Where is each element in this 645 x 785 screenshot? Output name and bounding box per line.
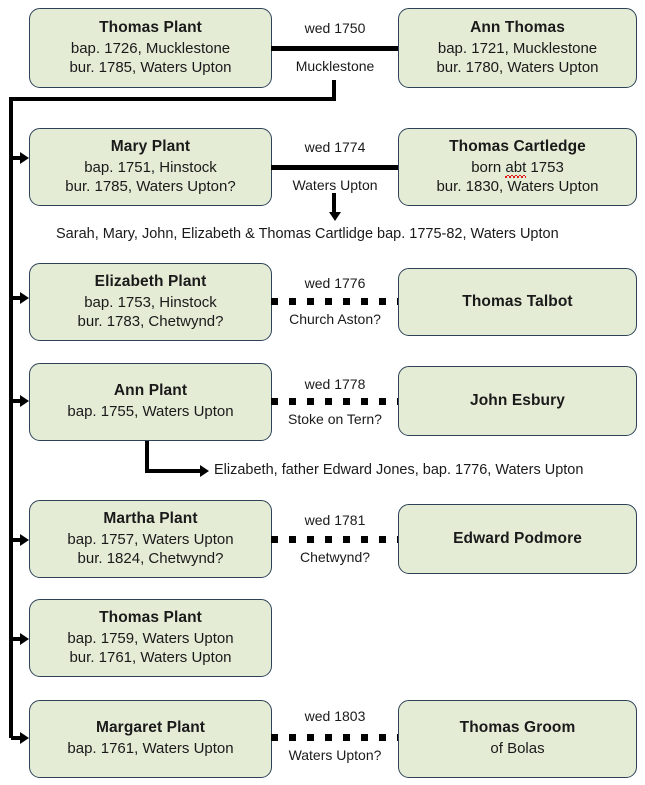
person-name: Thomas Plant	[99, 608, 202, 626]
person-name: Edward Podmore	[453, 529, 582, 547]
marriage-label-wed-1774: wed 1774	[304, 139, 366, 155]
marriage-link-solid	[271, 165, 398, 170]
person-box-ann-thomas[interactable]: Ann Thomas bap. 1721, Mucklestone bur. 1…	[398, 8, 637, 88]
person-detail-line: bap. 1753, Hinstock	[84, 293, 217, 311]
person-detail-line: bap. 1751, Hinstock	[84, 158, 217, 176]
annotation-esbury-child: Elizabeth, father Edward Jones, bap. 177…	[214, 462, 584, 478]
person-box-martha-plant[interactable]: Martha Plant bap. 1757, Waters Upton bur…	[29, 500, 272, 578]
person-box-ann-plant[interactable]: Ann Plant bap. 1755, Waters Upton	[29, 363, 272, 441]
sibling-spine	[9, 97, 13, 738]
marriage-label-wed-1803: wed 1803	[304, 708, 366, 724]
marriage-place-stoke-on-tern: Stoke on Tern?	[288, 411, 382, 427]
sibling-stub	[11, 156, 25, 160]
marriage-label-wed-1776: wed 1776	[304, 275, 366, 291]
person-detail-line: bur. 1830, Waters Upton	[436, 177, 599, 195]
person-detail-line: bur. 1785, Waters Upton	[69, 58, 232, 76]
sibling-arrow-icon	[20, 732, 29, 744]
marriage-place-chetwynd: Chetwynd?	[299, 549, 371, 565]
person-box-thomas-cartledge[interactable]: Thomas Cartledge born abt 1753 bur. 1830…	[398, 128, 637, 206]
person-name: Thomas Groom	[459, 719, 576, 737]
person-detail-line: bur. 1761, Waters Upton	[69, 648, 232, 666]
marriage-link-solid	[271, 46, 398, 51]
sibling-stub	[11, 538, 25, 542]
person-name: Ann Thomas	[470, 18, 565, 36]
children-line-vertical	[332, 193, 336, 215]
person-detail-line: bap. 1755, Waters Upton	[67, 403, 234, 421]
person-name: Margaret Plant	[95, 719, 206, 737]
children-arrow-icon	[329, 212, 341, 221]
descent-line-horizontal	[9, 97, 336, 101]
person-name: John Esbury	[470, 391, 565, 409]
sibling-arrow-icon	[20, 633, 29, 645]
sibling-stub	[11, 296, 25, 300]
person-box-mary-plant[interactable]: Mary Plant bap. 1751, Hinstock bur. 1785…	[29, 128, 272, 206]
person-name: Mary Plant	[110, 137, 191, 155]
person-detail-line: bur. 1785, Waters Upton?	[65, 177, 236, 195]
marriage-place-waters-upton: Waters Upton?	[288, 747, 382, 763]
sibling-arrow-icon	[20, 292, 29, 304]
descent-line-vertical	[332, 80, 336, 101]
person-name: Thomas Talbot	[462, 292, 573, 310]
person-box-thomas-plant-1726[interactable]: Thomas Plant bap. 1726, Mucklestone bur.…	[29, 8, 272, 88]
person-box-thomas-groom[interactable]: Thomas Groom of Bolas	[398, 700, 637, 778]
sibling-stub	[11, 637, 25, 641]
marriage-link-dotted	[271, 398, 398, 405]
marriage-label-wed-1781: wed 1781	[304, 512, 366, 528]
person-name: Thomas Plant	[99, 18, 202, 36]
person-detail-line: born abt 1753	[471, 158, 564, 176]
marriage-link-dotted	[271, 536, 398, 543]
annotation-cartlidge-children: Sarah, Mary, John, Elizabeth & Thomas Ca…	[56, 226, 559, 242]
marriage-label-wed-1750: wed 1750	[304, 20, 366, 36]
person-detail-line: of Bolas	[490, 740, 545, 758]
marriage-label-wed-1778: wed 1778	[304, 376, 366, 392]
person-box-john-esbury[interactable]: John Esbury	[398, 366, 637, 436]
marriage-place-waters-upton: Waters Upton	[292, 177, 378, 193]
person-detail-line: bap. 1759, Waters Upton	[67, 629, 234, 647]
misspelled-word: abt	[505, 158, 527, 176]
person-detail-line: bap. 1757, Waters Upton	[67, 530, 234, 548]
person-box-thomas-talbot[interactable]: Thomas Talbot	[398, 268, 637, 336]
marriage-place-church-aston: Church Aston?	[289, 311, 381, 327]
person-detail-line: bur. 1783, Chetwynd?	[77, 312, 224, 330]
person-detail-line: bur. 1824, Chetwynd?	[77, 549, 224, 567]
marriage-link-dotted	[271, 298, 398, 305]
child-arrow-icon	[200, 465, 209, 477]
sibling-arrow-icon	[20, 152, 29, 164]
person-name: Thomas Cartledge	[449, 137, 586, 155]
person-box-thomas-plant-1759[interactable]: Thomas Plant bap. 1759, Waters Upton bur…	[29, 599, 272, 677]
person-box-elizabeth-plant[interactable]: Elizabeth Plant bap. 1753, Hinstock bur.…	[29, 263, 272, 341]
child-line-horizontal	[145, 469, 203, 473]
sibling-stub	[11, 399, 25, 403]
child-line-vertical	[145, 441, 149, 473]
sibling-arrow-icon	[20, 534, 29, 546]
person-detail-line: bur. 1780, Waters Upton	[436, 58, 599, 76]
marriage-place-mucklestone: Mucklestone	[295, 58, 375, 74]
sibling-stub	[11, 736, 25, 740]
person-name: Martha Plant	[103, 509, 198, 527]
person-detail-line: bap. 1726, Mucklestone	[70, 39, 231, 57]
person-box-margaret-plant[interactable]: Margaret Plant bap. 1761, Waters Upton	[29, 700, 272, 778]
person-name: Ann Plant	[113, 382, 188, 400]
person-name: Elizabeth Plant	[94, 272, 207, 290]
person-detail-line: bap. 1761, Waters Upton	[67, 740, 234, 758]
marriage-link-dotted	[271, 734, 398, 741]
person-detail-line: bap. 1721, Mucklestone	[437, 39, 598, 57]
person-box-edward-podmore[interactable]: Edward Podmore	[398, 504, 637, 574]
sibling-arrow-icon	[20, 395, 29, 407]
